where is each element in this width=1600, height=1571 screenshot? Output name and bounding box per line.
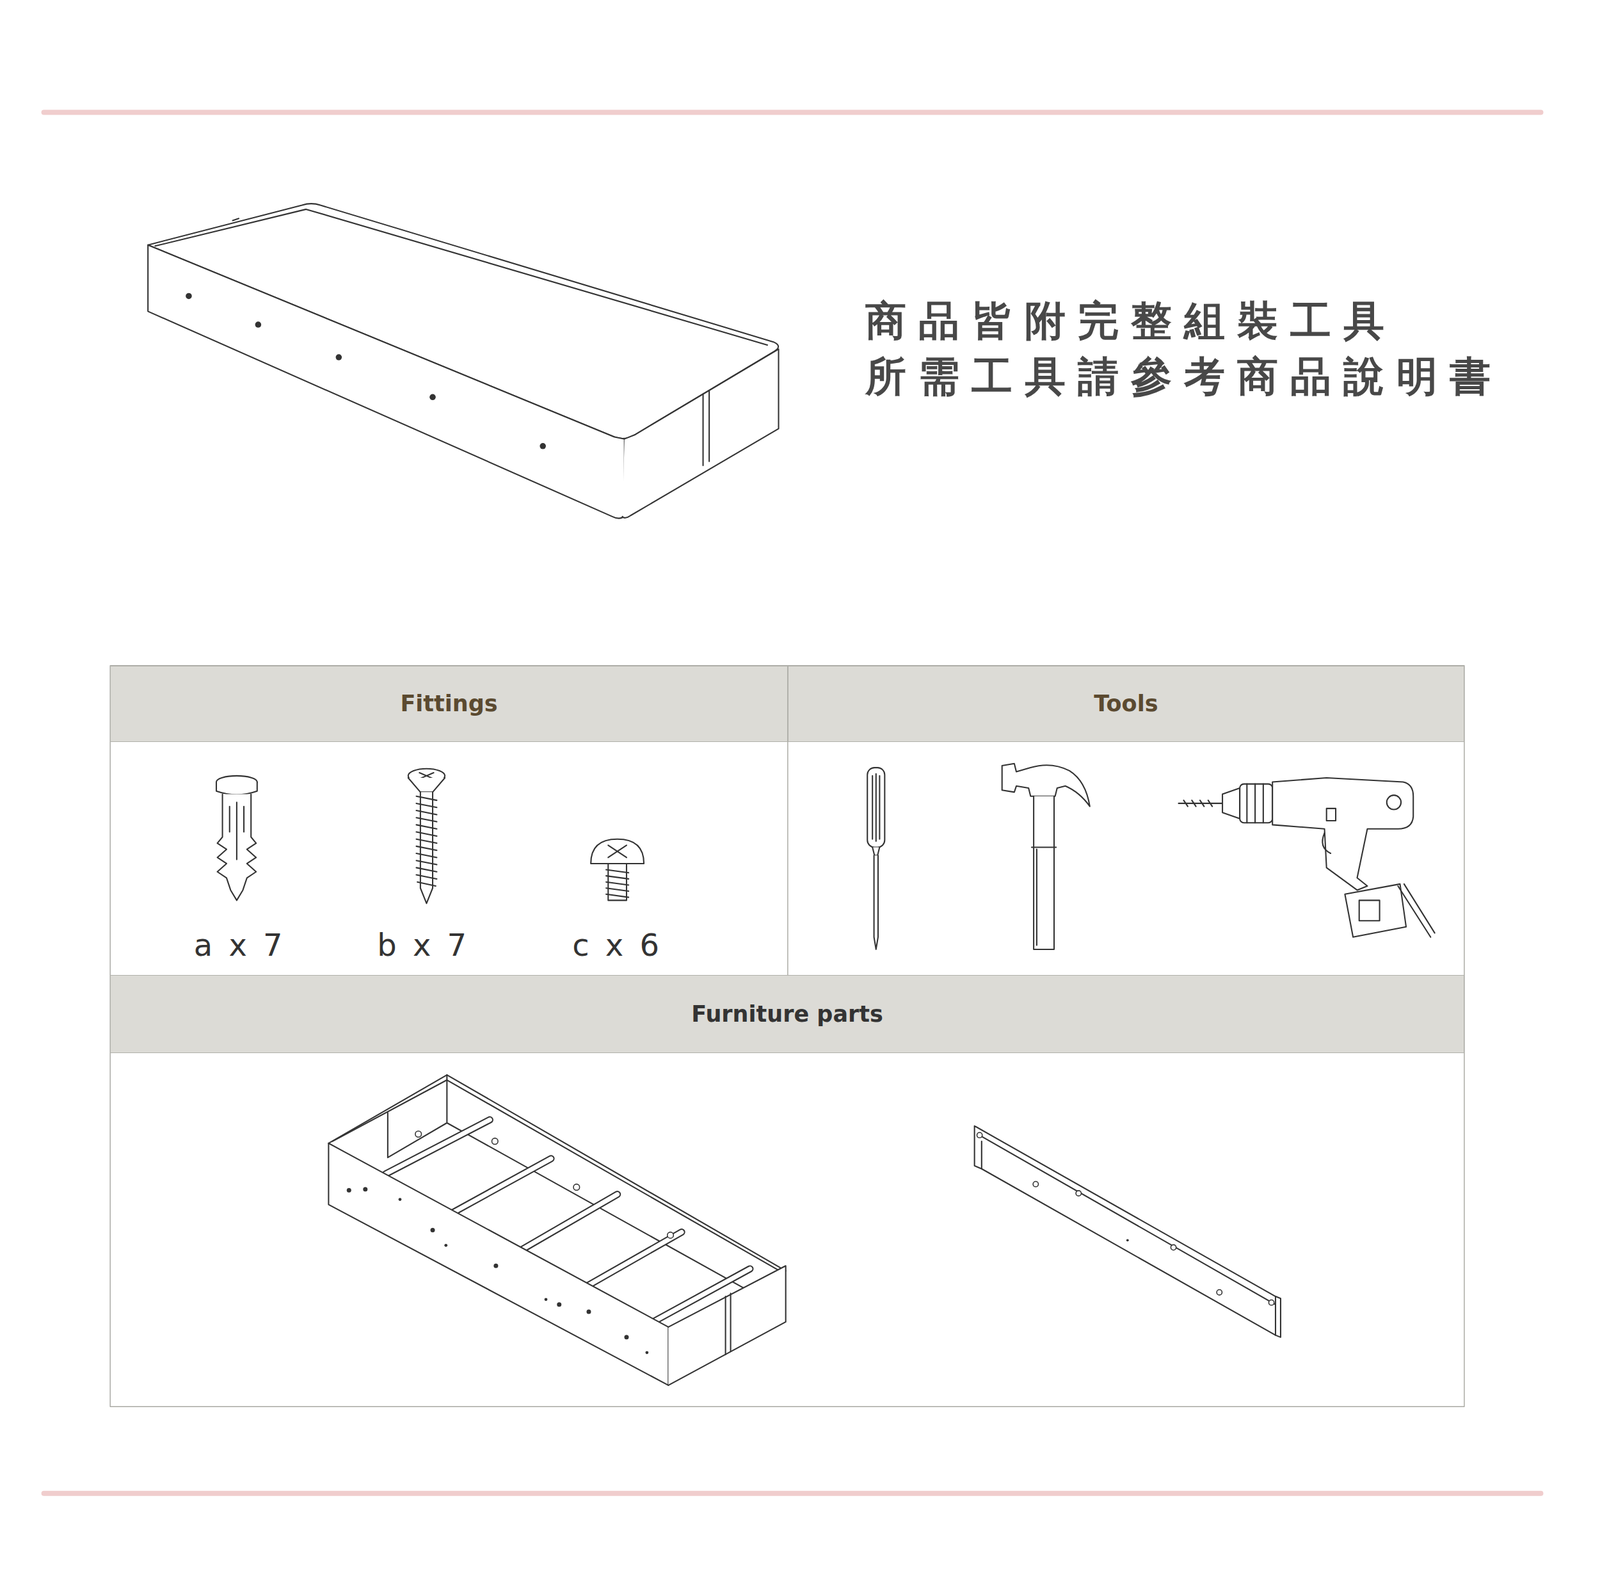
rail-channel	[977, 1134, 1276, 1336]
hole	[491, 1137, 498, 1145]
tray-end	[668, 1265, 786, 1385]
tray-front	[328, 1143, 669, 1385]
hole	[1216, 1289, 1222, 1295]
hole	[1032, 1181, 1039, 1187]
drill-chuck	[1239, 784, 1273, 824]
header-text: Furniture parts	[691, 1000, 884, 1027]
fitting-count: c x 6	[572, 929, 663, 960]
bottom-rule	[44, 1490, 1542, 1496]
hole	[444, 1243, 448, 1247]
drill-chuck-tip	[1222, 787, 1240, 819]
table-border	[110, 665, 1465, 1407]
wall-rail	[974, 1125, 1281, 1337]
fitting-count: b x 7	[376, 929, 470, 960]
driver-ferrule	[872, 846, 880, 856]
hole	[976, 1132, 982, 1138]
anchor-collar	[216, 781, 258, 795]
hole	[539, 442, 546, 450]
hole	[362, 1186, 368, 1192]
header-text: Tools	[1093, 690, 1158, 717]
rail-holes	[976, 1132, 1274, 1305]
hole	[336, 353, 343, 361]
hole	[415, 1130, 422, 1138]
hole	[429, 393, 436, 400]
screw-holes	[185, 293, 546, 450]
hole	[645, 1350, 649, 1354]
hole	[185, 293, 192, 300]
hole	[430, 1227, 436, 1232]
drill-trigger	[1322, 832, 1331, 854]
top-rule	[44, 109, 1542, 115]
fitting-count: a x 7	[193, 929, 287, 960]
driver-handle	[867, 767, 885, 847]
drill-body	[1272, 777, 1414, 890]
drill-bit-flutes	[1183, 800, 1213, 807]
wall-anchor	[216, 775, 258, 901]
bolt-head	[590, 839, 644, 864]
power-drill	[1178, 777, 1435, 937]
shelf-notch	[232, 218, 240, 221]
shelf-tray	[328, 1074, 786, 1385]
hammer-grip	[1031, 846, 1056, 945]
hole	[586, 1308, 591, 1314]
header-band: Tools	[787, 665, 1465, 743]
anchor-slot	[229, 801, 244, 859]
hole	[544, 1297, 548, 1301]
screw-cone	[408, 777, 445, 792]
hole	[398, 1197, 402, 1201]
screwdriver	[867, 767, 885, 950]
driver-flutes	[872, 773, 880, 841]
wood-screw	[408, 768, 445, 904]
header-band: Fittings	[110, 665, 788, 743]
hole	[573, 1184, 580, 1191]
hole	[1170, 1244, 1176, 1250]
hole	[556, 1301, 562, 1307]
drill-badge	[1326, 808, 1336, 821]
hole	[255, 321, 262, 328]
hole	[624, 1334, 629, 1339]
drill-battery	[1344, 883, 1407, 937]
drill-battery-tab	[1359, 899, 1380, 921]
table-frame	[110, 665, 1465, 1407]
header-text: Fittings	[400, 690, 498, 717]
header-band: Furniture parts	[110, 974, 1465, 1054]
notice-text: 商品皆附完整組裝工具	[865, 300, 1397, 342]
shelf-front	[147, 245, 625, 519]
hole	[346, 1187, 352, 1193]
hole	[1075, 1190, 1081, 1196]
shelf-end	[622, 348, 779, 518]
bolt-thread	[606, 869, 629, 898]
screw-thread	[416, 796, 438, 886]
drill-strap	[1397, 883, 1435, 937]
anchor-body	[217, 794, 257, 901]
tray-seam	[725, 1292, 731, 1355]
notice-text: 所需工具請參考商品說明書	[865, 355, 1503, 397]
driver-shaft	[874, 855, 879, 950]
tray-holes	[346, 1130, 674, 1354]
hammer	[1002, 763, 1090, 950]
rail-dot	[1126, 1238, 1129, 1241]
machine-screw	[590, 839, 644, 901]
bolt-cross	[608, 844, 627, 857]
drill-switch	[1386, 794, 1401, 809]
rail-body	[974, 1125, 1281, 1337]
drill-chuck-rings	[1246, 784, 1264, 824]
hole	[667, 1232, 674, 1239]
hole	[493, 1263, 498, 1268]
hole	[1268, 1299, 1274, 1305]
shelf-drawing	[147, 203, 779, 519]
shelf-seam	[703, 391, 710, 466]
